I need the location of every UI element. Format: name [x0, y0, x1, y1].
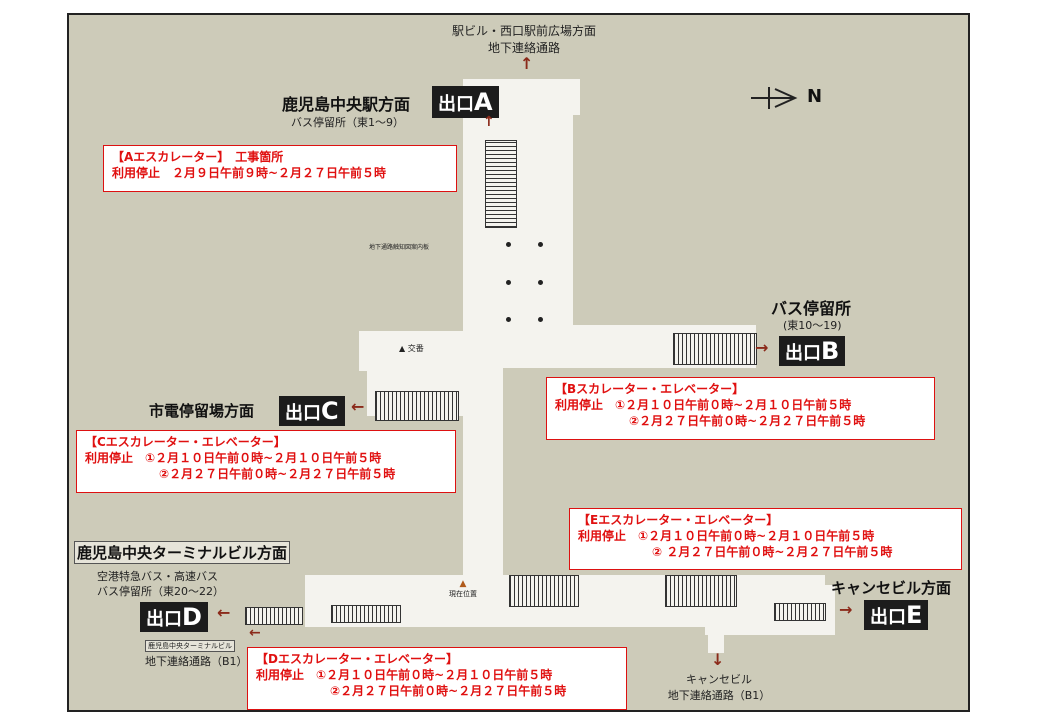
notice-e-title: 【Eエスカレーター・エレベーター】	[578, 513, 779, 527]
exit-a-word: 出口	[438, 94, 474, 115]
compass-icon	[751, 87, 798, 109]
escalator-e2	[665, 575, 737, 607]
notice-b: 【Bスカレーター・エレベーター】 利用停止 ①２月１０日午前０時~２月１０日午前…	[546, 377, 935, 440]
info-board-label: 地下通路触知図案内板	[369, 244, 430, 251]
exit-d-sub1: 空港特急バス・高速バス	[97, 570, 218, 583]
pillar	[506, 242, 511, 247]
escalator-e	[509, 575, 579, 607]
exit-c-word: 出口	[285, 403, 321, 424]
exit-d-word: 出口	[146, 609, 182, 630]
notice-e-line1: 利用停止 ①２月１０日午前０時~２月１０日午前５時	[578, 529, 875, 543]
notice-c-title: 【Cエスカレーター・エレベーター】	[85, 435, 286, 449]
exit-a-letter: A	[474, 88, 493, 116]
top-destination: 駅ビル・西口駅前広場方面 地下連絡通路	[434, 22, 614, 56]
pillar	[506, 317, 511, 322]
compass-north-label: N	[807, 86, 823, 107]
top-destination-line1: 駅ビル・西口駅前広場方面	[451, 24, 596, 38]
notice-d-line2: ②２月２７日午前０時~２月２７日午前５時	[330, 684, 567, 698]
corridor-koban	[359, 331, 499, 371]
exit-b-letter: B	[821, 337, 840, 365]
notice-a: 【Aエスカレーター】 工事箇所 利用停止 ２月９日午前９時~２月２７日午前５時	[103, 145, 457, 192]
exit-e-badge: 出口E	[864, 600, 929, 630]
notice-d-line1: 利用停止 ①２月１０日午前０時~２月１０日午前５時	[256, 668, 553, 682]
exit-b-word: 出口	[785, 343, 821, 364]
notice-c: 【Cエスカレーター・エレベーター】 利用停止 ①２月１０日午前０時~２月１０日午…	[76, 430, 456, 493]
exit-c-destination: 市電停留場方面	[149, 402, 255, 420]
notice-c-line1: 利用停止 ①２月１０日午前０時~２月１０日午前５時	[85, 451, 382, 465]
cancebil-line1: キャンセビル	[686, 673, 752, 686]
escalator-e3	[774, 603, 826, 621]
exit-b-destination: バス停留所	[771, 299, 852, 318]
escalator-d	[245, 607, 303, 625]
exit-c-letter: C	[321, 397, 339, 425]
exit-d-destination: 鹿児島中央ターミナルビル方面	[74, 541, 291, 564]
notice-d-title: 【Dエスカレーター・エレベーター】	[256, 652, 458, 666]
exit-d-letter: D	[182, 603, 202, 631]
top-destination-line2: 地下連絡通路	[487, 41, 560, 55]
escalator-b	[673, 333, 757, 365]
escalator-c	[375, 391, 459, 421]
arrow-right-icon: →	[839, 600, 853, 619]
arrow-down-icon: ↓	[711, 650, 725, 669]
exit-d-badge: 出口D	[140, 602, 208, 632]
exit-e-destination: キャンセビル方面	[831, 579, 952, 597]
corridor-main-vertical	[463, 79, 573, 329]
arrow-left-icon: ←	[351, 397, 365, 416]
exit-e-word: 出口	[870, 607, 906, 628]
current-location-text: 現在位置	[449, 590, 477, 598]
arrow-up-icon: ↑	[520, 54, 534, 73]
arrow-right-icon: →	[755, 338, 769, 357]
exit-a-destination: 鹿児島中央駅方面	[282, 95, 411, 114]
notice-e: 【Eエスカレーター・エレベーター】 利用停止 ①２月１０日午前０時~２月１０日午…	[569, 508, 962, 570]
notice-b-line1: 利用停止 ①２月１０日午前０時~２月１０日午前５時	[555, 398, 852, 412]
station-underground-map: 地下通路触知図案内板 ▲ 交番 ▲ 現在位置 N 駅ビル・西口駅前広場方面 地下…	[67, 13, 970, 712]
exit-e-letter: E	[906, 601, 923, 629]
terminal-passage-label: 地下連絡通路（B1）	[145, 655, 248, 668]
notice-a-line1: 利用停止 ２月９日午前９時~２月２７日午前５時	[112, 166, 387, 180]
notice-c-line2: ②２月２７日午前０時~２月２７日午前５時	[159, 467, 396, 481]
exit-c-badge: 出口C	[279, 396, 345, 426]
notice-e-line2: ② ２月２７日午前０時~２月２７日午前５時	[652, 545, 893, 559]
arrow-left-icon: ←	[249, 625, 261, 641]
pillar	[538, 317, 543, 322]
exit-d-sub2: バス停留所（東20〜22）	[97, 585, 224, 598]
current-location-icon: ▲	[459, 579, 467, 589]
cancebil-line2: 地下連絡通路（B1）	[667, 689, 771, 702]
notice-b-title: 【Bスカレーター・エレベーター】	[555, 382, 745, 396]
exit-a-badge: 出口A	[432, 86, 499, 118]
koban-label: ▲ 交番	[399, 343, 424, 354]
terminal-building-sign: 鹿児島中央ターミナルビル	[145, 640, 235, 652]
arrow-up-icon: ↑	[483, 114, 495, 130]
koban-text: 交番	[407, 344, 424, 353]
compass: N	[749, 85, 829, 113]
pillar	[538, 242, 543, 247]
notice-a-title: 【Aエスカレーター】 工事箇所	[112, 150, 284, 164]
current-location: ▲ 現在位置	[449, 579, 477, 599]
notice-b-line2: ②２月２７日午前０時~２月２７日午前５時	[629, 414, 866, 428]
koban-icon: ▲	[399, 344, 406, 353]
cancebil-passage: キャンセビル 地下連絡通路（B1）	[654, 671, 784, 703]
pillar	[506, 280, 511, 285]
exit-b-sub: (東10〜19)	[783, 319, 842, 332]
escalator-d2	[331, 605, 401, 623]
corridor-cancebil	[708, 623, 724, 653]
arrow-left-icon: ←	[217, 603, 231, 622]
pillar	[538, 280, 543, 285]
exit-a-sub: バス停留所（東1〜9）	[291, 116, 404, 129]
exit-b-badge: 出口B	[779, 336, 846, 366]
notice-d: 【Dエスカレーター・エレベーター】 利用停止 ①２月１０日午前０時~２月１０日午…	[247, 647, 627, 710]
escalator-a	[485, 140, 517, 228]
